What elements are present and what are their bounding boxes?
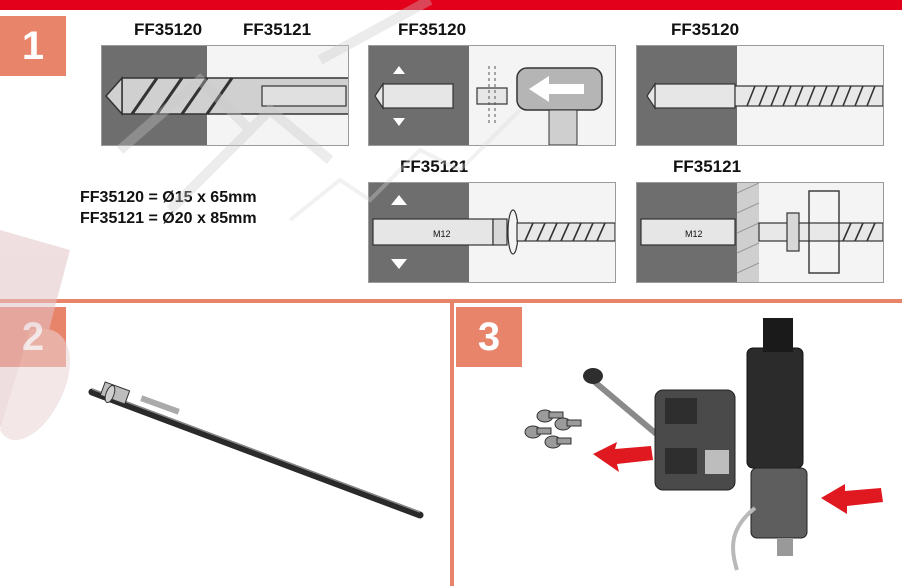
step-2-badge: 2 — [0, 307, 66, 367]
threaded-rod-illustration — [637, 46, 883, 145]
anchor-hammer-panel — [368, 45, 616, 146]
nut-mark-label-b: M12 — [685, 229, 703, 239]
nut-mark-label-a: M12 — [433, 229, 451, 239]
model-label-screw: FF35120 — [671, 20, 740, 39]
anchor-121-a-illustration: M12 — [369, 183, 615, 282]
screws-group — [524, 409, 582, 449]
top-accent-bar — [0, 0, 902, 10]
step-2-number: 2 — [21, 314, 45, 359]
spec-line-2: FF35121 = Ø20 x 85mm — [80, 210, 257, 227]
motor-assembly-illustration — [524, 318, 883, 571]
hammer-icon — [516, 67, 603, 145]
drill-bit-panel — [101, 45, 349, 146]
spec-line-1: FF35120 = Ø15 x 65mm — [80, 189, 257, 206]
threaded-rod-panel — [636, 45, 884, 146]
anchor-hammer-illustration — [369, 46, 603, 145]
anchor-121-a-panel: M12 — [368, 182, 616, 283]
step-3-badge: 3 — [456, 307, 522, 367]
model-label-anchor-121-a: FF35121 — [400, 157, 469, 176]
step-1-badge: 1 — [0, 16, 66, 76]
anchor-121-b-panel: M12 — [636, 182, 884, 283]
anchor-121-b-illustration: M12 — [637, 183, 883, 282]
model-label-drill-b: FF35121 — [243, 20, 312, 39]
step-1-number: 1 — [21, 23, 45, 68]
section-divider-vertical — [450, 303, 454, 586]
model-label-anchor-121-b: FF35121 — [673, 157, 742, 176]
arrow-left-icon — [593, 442, 653, 472]
section-divider-horizontal — [0, 299, 902, 303]
arrow-left-icon-2 — [821, 484, 883, 514]
model-label-hammer: FF35120 — [398, 20, 467, 39]
model-label-drill-a: FF35120 — [134, 20, 203, 39]
rod-tool-illustration — [88, 381, 424, 519]
drill-bit-icon — [102, 46, 348, 145]
step-3-number: 3 — [477, 314, 501, 359]
